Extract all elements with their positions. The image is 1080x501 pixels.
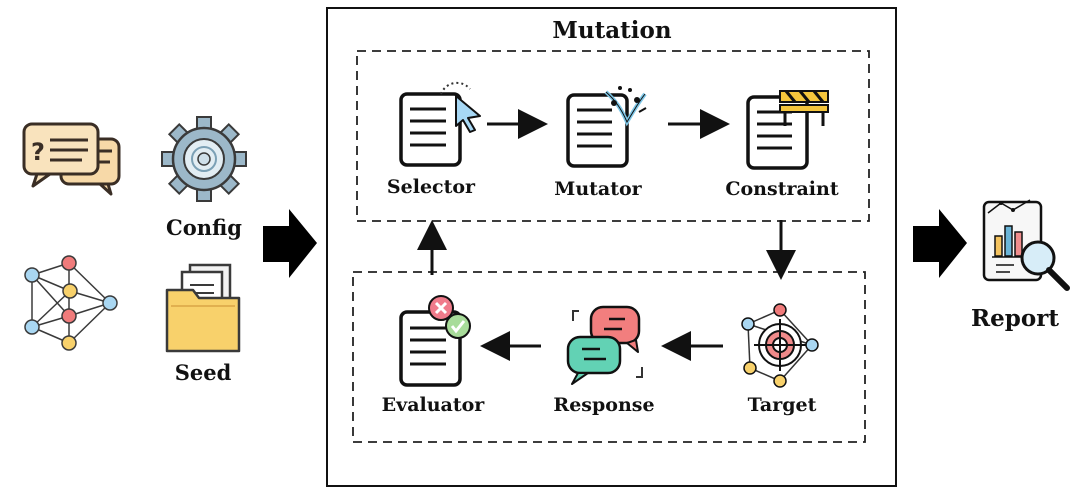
mutation-top-group	[356, 50, 870, 222]
report-label: Report	[971, 305, 1059, 332]
seed-label: Seed	[174, 360, 232, 385]
mutation-bottom-group	[352, 271, 866, 443]
config-label: Config	[166, 215, 242, 240]
constraint-label: Constraint	[725, 178, 839, 200]
constraint-document-icon	[746, 90, 829, 170]
mutation-to-report-block-arrow	[913, 209, 967, 278]
svg-text:?: ?	[31, 138, 45, 166]
selector-document-icon	[399, 81, 481, 167]
evaluator-document-icon	[399, 295, 471, 387]
neural-network-icon	[24, 255, 118, 351]
mutation-title: Mutation	[552, 17, 672, 44]
target-icon	[741, 303, 819, 388]
response-label: Response	[553, 394, 655, 416]
folder-icon	[165, 263, 241, 353]
mutator-document-icon	[566, 86, 647, 168]
mutator-label: Mutator	[554, 178, 642, 200]
response-bubbles-icon	[566, 305, 643, 385]
target-label: Target	[747, 394, 817, 416]
evaluator-label: Evaluator	[381, 394, 485, 416]
mutation-outer-box	[326, 7, 897, 487]
selector-label: Selector	[386, 176, 476, 198]
report-icon	[982, 199, 1070, 291]
input-to-mutation-block-arrow	[263, 209, 317, 278]
chat-bubbles-icon: ?	[22, 122, 121, 196]
gear-icon	[161, 116, 247, 202]
